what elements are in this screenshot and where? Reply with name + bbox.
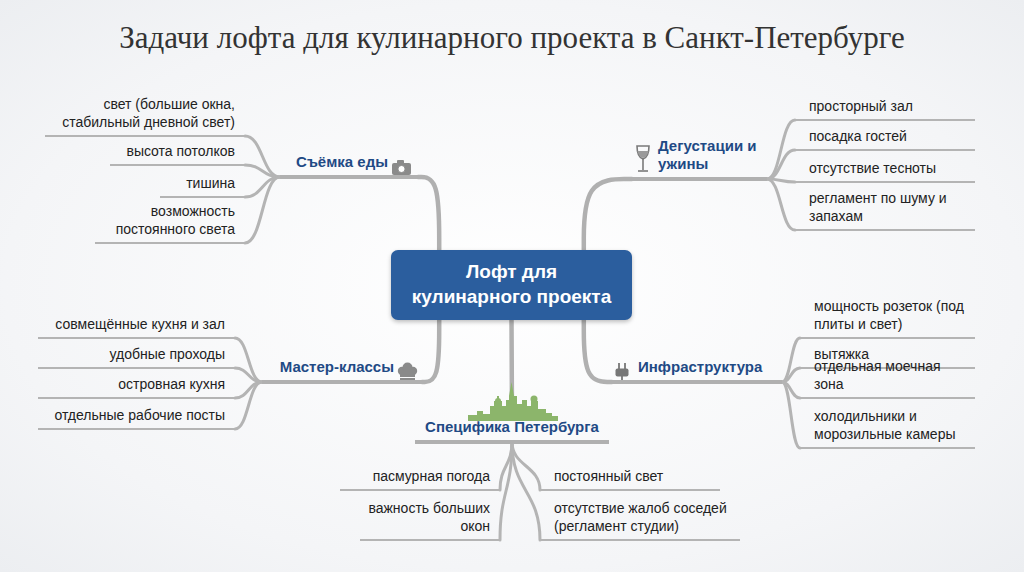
topic-text: тишина [186, 174, 235, 192]
branch-connector [235, 382, 262, 429]
topic-text: Мастер-классы [280, 358, 394, 376]
branch-connector [512, 442, 540, 540]
topic-text: удобные проходы [109, 345, 225, 363]
diagram-title: Задачи лофта для кулинарного проекта в С… [0, 20, 1024, 56]
branch-connector [500, 442, 512, 540]
branch-topic: Инфраструктура [612, 358, 782, 384]
camera-icon [392, 160, 411, 175]
central-topic: Лофт для кулинарного проекта [391, 250, 632, 320]
branch-connector [767, 120, 795, 179]
topic-text: свет (большие окна, стабильный дневной с… [49, 95, 235, 131]
branch-connector [418, 177, 439, 250]
topic-text: пасмурная погода [373, 467, 490, 485]
leaf-topic: холодильники и морозильные камеры [800, 407, 975, 449]
topic-text: возможность постоянного света [99, 202, 235, 238]
topic-text: Съёмка еды [296, 153, 388, 171]
branch-connector [235, 338, 262, 382]
branch-connector [422, 320, 439, 382]
branch-connector [584, 179, 632, 250]
topic-text: просторный зал [809, 97, 913, 115]
branch-topic: Съёмка еды [280, 153, 418, 179]
leaf-topic: регламент по шуму и запахам [795, 189, 975, 231]
leaf-topic: посадка гостей [795, 127, 975, 151]
topic-text: отсутствие тесноты [809, 159, 936, 177]
branch-topic: Дегустации и ужины [632, 137, 767, 181]
leaf-topic: просторный зал [795, 97, 975, 121]
branch-connector [782, 382, 800, 448]
leaf-topic: отдельная моечная зона [800, 357, 975, 399]
leaf-topic: удобные проходы [38, 345, 235, 369]
branch-connector [245, 177, 280, 243]
topic-text: посадка гостей [809, 127, 907, 145]
topic-text: постоянный свет [554, 467, 663, 485]
plug-icon [616, 363, 629, 383]
city-skyline [468, 382, 558, 421]
topic-text: совмещённые кухня и зал [55, 315, 225, 333]
leaf-topic: постоянный свет [540, 467, 720, 491]
branch-connector [782, 338, 800, 382]
branch-connector [245, 136, 280, 177]
leaf-topic: отсутствие жалоб соседей (регламент студ… [540, 499, 740, 541]
topic-text: Лофт для кулинарного проекта [407, 260, 616, 309]
chef-hat-icon [398, 363, 417, 382]
topic-text: мощность розеток (под плиты и свет) [814, 297, 971, 333]
leaf-topic: возможность постоянного света [95, 202, 245, 244]
branch-topic: Мастер-классы [262, 358, 422, 384]
branch-connector [584, 320, 612, 382]
branch-connector [245, 165, 280, 177]
leaf-topic: тишина [160, 174, 245, 198]
topic-text: важность больших окон [364, 499, 490, 535]
topic-text: отдельная моечная зона [814, 357, 971, 393]
leaf-topic: важность больших окон [360, 499, 500, 541]
branch-connector [782, 368, 800, 382]
topic-text: отсутствие жалоб соседей (регламент студ… [554, 499, 736, 535]
leaf-topic: высота потолков [110, 142, 245, 166]
branch-connector [767, 150, 795, 179]
topic-text: регламент по шуму и запахам [809, 189, 971, 225]
branch-connector [767, 179, 795, 230]
leaf-topic: совмещённые кухня и зал [38, 315, 235, 339]
leaf-topic: пасмурная погода [340, 467, 500, 491]
leaf-topic: отсутствие тесноты [795, 159, 975, 183]
topic-text: Дегустации и ужины [658, 137, 763, 173]
topic-text: холодильники и морозильные камеры [814, 407, 971, 443]
topic-text: Специфика Петербурга [425, 418, 599, 436]
topic-text: отдельные рабочие посты [54, 406, 225, 424]
topic-text: Инфраструктура [638, 358, 762, 376]
leaf-topic: мощность розеток (под плиты и свет) [800, 297, 975, 339]
wine-glass-icon [637, 146, 649, 171]
leaf-topic: отдельные рабочие посты [38, 406, 235, 430]
topic-text: высота потолков [126, 142, 235, 160]
branch-connector [235, 368, 262, 382]
leaf-topic: островная кухня [38, 375, 235, 399]
topic-text: островная кухня [118, 375, 225, 393]
branch-topic: Специфика Петербурга [415, 418, 609, 444]
leaf-topic: свет (большие окна, стабильный дневной с… [45, 95, 245, 137]
